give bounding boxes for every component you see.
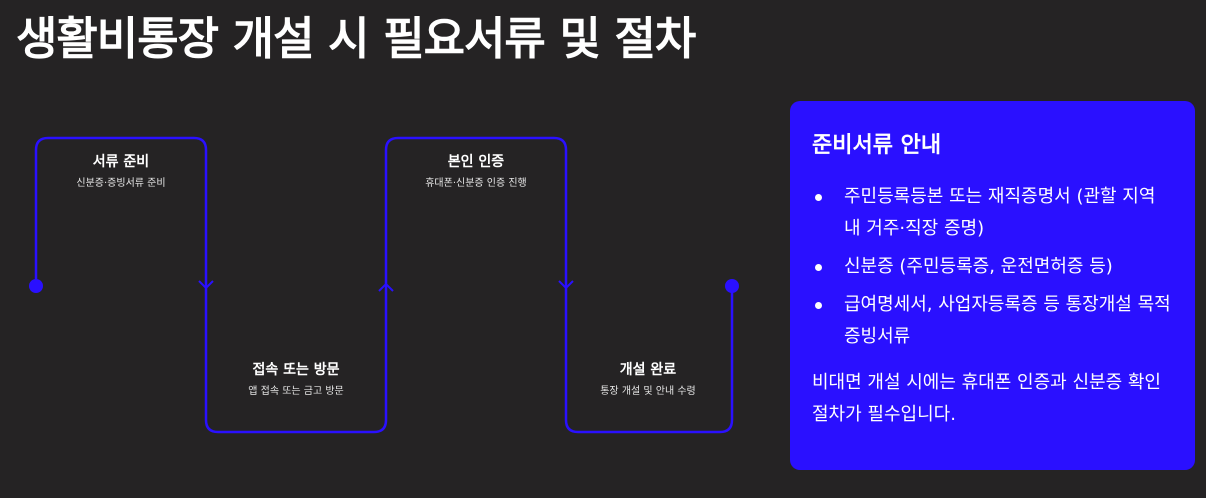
flow-start-dot	[29, 279, 43, 293]
list-item: 급여명세서, 사업자등록증 등 통장개설 목적 증빙서류	[812, 289, 1173, 353]
list-item-text: 급여명세서, 사업자등록증 등 통장개설 목적 증빙서류	[844, 294, 1171, 347]
list-item-text: 주민등록등본 또는 재직증명서 (관할 지역 내 거주·직장 증명)	[844, 186, 1156, 239]
list-item: 신분증 (주민등록증, 운전면허증 등)	[812, 251, 1173, 283]
flow-end-dot	[725, 279, 739, 293]
step-title: 본인 인증	[447, 154, 505, 170]
page-title: 생활비통장 개설 시 필요서류 및 절차	[16, 12, 696, 65]
bullet-icon	[815, 264, 822, 271]
panel-note: 비대면 개설 시에는 휴대폰 인증과 신분증 확인 절차가 필수입니다.	[812, 372, 1161, 425]
arrow-down-icon	[558, 280, 574, 290]
step-2: 접속 또는 방문 앱 접속 또는 금고 방문	[221, 361, 371, 399]
bullet-icon	[815, 302, 822, 309]
bullet-icon	[815, 194, 822, 201]
step-3: 본인 인증 휴대폰·신분증 인증 진행	[401, 153, 551, 191]
step-title: 접속 또는 방문	[252, 362, 340, 378]
arrow-up-icon	[378, 282, 394, 292]
step-description: 통장 개설 및 안내 수령	[600, 386, 696, 397]
step-1: 서류 준비 신분증·증빙서류 준비	[46, 153, 196, 191]
step-description: 휴대폰·신분증 인증 진행	[425, 178, 527, 189]
arrow-down-icon	[198, 280, 214, 290]
list-item: 주민등록등본 또는 재직증명서 (관할 지역 내 거주·직장 증명)	[812, 181, 1173, 245]
required-documents-panel: 준비서류 안내 주민등록등본 또는 재직증명서 (관할 지역 내 거주·직장 증…	[790, 101, 1195, 470]
panel-title: 준비서류 안내	[812, 133, 942, 158]
step-4: 개설 완료 통장 개설 및 안내 수령	[573, 361, 723, 399]
step-title: 개설 완료	[619, 362, 677, 378]
process-flow	[29, 136, 739, 434]
step-description: 신분증·증빙서류 준비	[76, 178, 166, 189]
list-item-text: 신분증 (주민등록증, 운전면허증 등)	[844, 256, 1113, 277]
step-description: 앱 접속 또는 금고 방문	[248, 386, 344, 397]
step-title: 서류 준비	[92, 154, 150, 170]
document-list: 주민등록등본 또는 재직증명서 (관할 지역 내 거주·직장 증명) 신분증 (…	[812, 181, 1173, 353]
